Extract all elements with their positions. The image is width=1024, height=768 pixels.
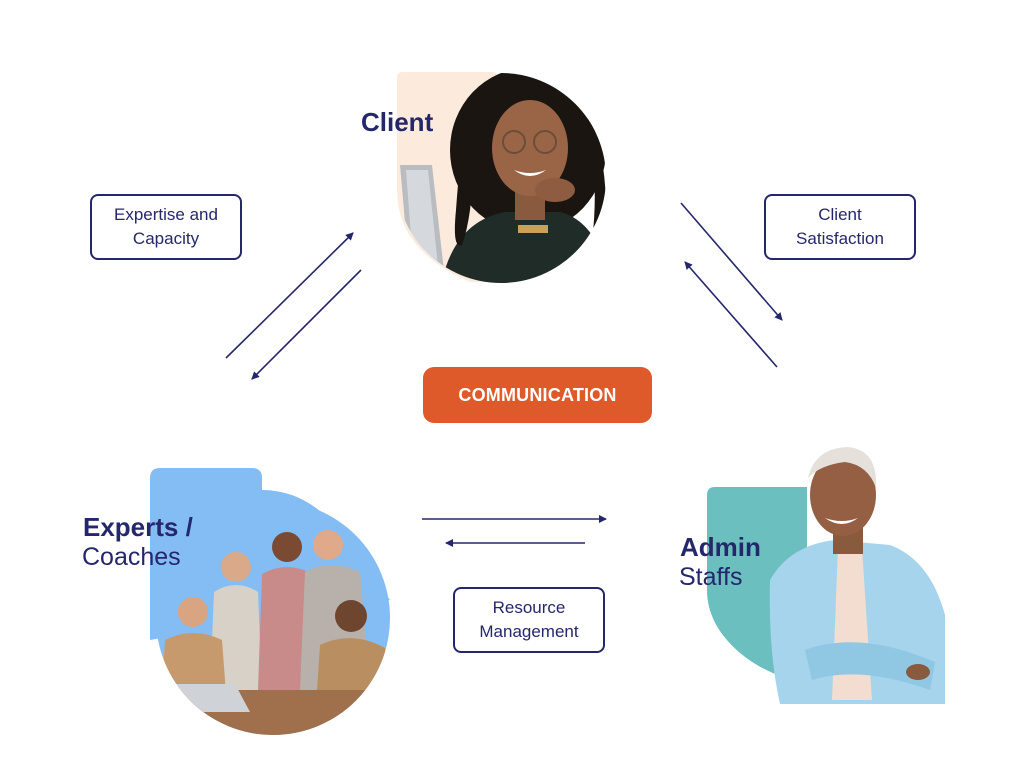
experts-title: Experts / [83, 512, 193, 542]
arrow-admin-to-client [684, 261, 778, 368]
label-client-satisfaction: Client Satisfaction [764, 194, 916, 260]
admin-photo [707, 447, 945, 704]
label-client-satisfaction-text: Client Satisfaction [796, 205, 884, 248]
label-resource-management-text: Resource Management [479, 598, 579, 641]
communication-label: COMMUNICATION [458, 384, 617, 405]
arrow-client-to-admin [680, 202, 783, 321]
arrow-client-to-experts [251, 269, 362, 380]
admin-subtitle: Staffs [679, 563, 743, 591]
experts-subtitle: Coaches [82, 543, 181, 571]
experts-photo [150, 468, 390, 735]
client-photo [397, 72, 606, 283]
communication-badge: COMMUNICATION [423, 367, 652, 423]
arrow-experts-to-client [225, 232, 354, 359]
client-title: Client [361, 107, 434, 137]
label-resource-management: Resource Management [453, 587, 605, 653]
admin-title: Admin [680, 532, 761, 562]
label-expertise-capacity: Expertise and Capacity [90, 194, 242, 260]
label-expertise-capacity-text: Expertise and Capacity [114, 205, 218, 248]
